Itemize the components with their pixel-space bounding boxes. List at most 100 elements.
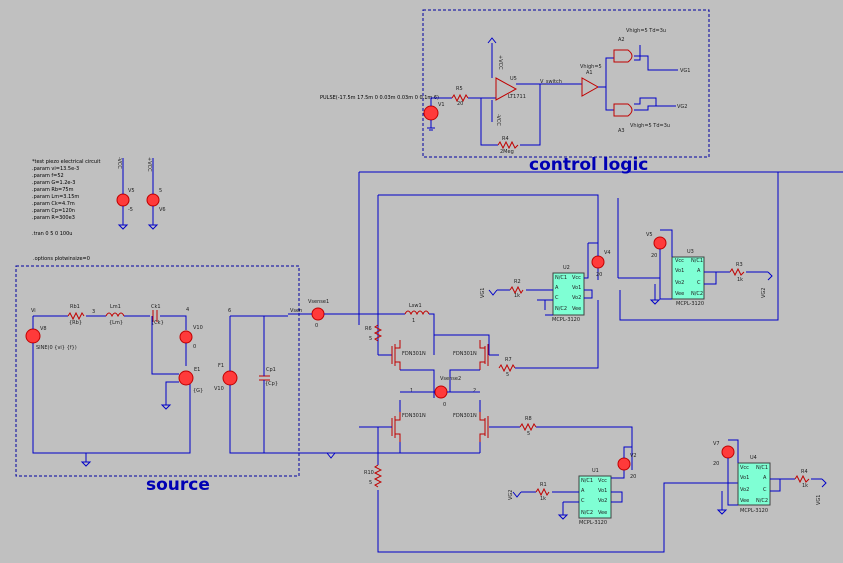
svg-text:U4: U4 bbox=[750, 455, 757, 461]
svg-text:.param Ck=4.7m: .param Ck=4.7m bbox=[32, 201, 75, 207]
f1-source[interactable]: F1 V10 bbox=[214, 363, 238, 392]
e1-source[interactable]: E1 {G} bbox=[178, 367, 203, 394]
r6-resistor[interactable]: R6 5 bbox=[365, 324, 383, 342]
svg-text:A: A bbox=[581, 488, 585, 494]
mosfet-upper-right[interactable]: FDN301N bbox=[453, 340, 489, 370]
v5-source[interactable]: V5 -5 bbox=[116, 188, 135, 213]
svg-text:Ck1: Ck1 bbox=[151, 304, 161, 310]
svg-text:0: 0 bbox=[443, 402, 446, 408]
r2-resistor[interactable]: R2 1k bbox=[509, 279, 524, 299]
svg-text:1k: 1k bbox=[540, 496, 546, 502]
svg-text:Rb1: Rb1 bbox=[70, 304, 80, 310]
svg-text:V2: V2 bbox=[630, 453, 637, 459]
vi-source[interactable]: Vi V8 SINE(0 {vi} {f}) bbox=[25, 308, 77, 351]
a1-buffer[interactable]: A1 Vhigh=5 bbox=[580, 64, 602, 97]
source-title: source bbox=[146, 475, 210, 495]
svg-text:N/C1: N/C1 bbox=[555, 275, 567, 281]
svg-text:1: 1 bbox=[410, 388, 413, 394]
svg-text:U2: U2 bbox=[563, 265, 570, 271]
svg-text:R7: R7 bbox=[505, 357, 512, 363]
svg-text:1k: 1k bbox=[514, 293, 520, 299]
v10-source[interactable]: V10 0 bbox=[179, 325, 203, 350]
svg-text:6: 6 bbox=[228, 308, 231, 314]
r4-resistor[interactable]: R4 2Meg bbox=[497, 136, 519, 155]
svg-text:R2: R2 bbox=[514, 279, 521, 285]
r3-resistor[interactable]: R3 1k bbox=[729, 262, 745, 283]
svg-text:{Cp}: {Cp} bbox=[265, 381, 278, 387]
a2-gate[interactable]: A2 Vhigh=5 Td=3u bbox=[613, 28, 666, 63]
svg-text:5: 5 bbox=[506, 372, 509, 378]
lsw1-inductor[interactable]: Lsw1 1 bbox=[404, 303, 430, 324]
svg-text:R8: R8 bbox=[525, 416, 532, 422]
svg-text:C: C bbox=[555, 295, 559, 301]
svg-text:C: C bbox=[763, 487, 767, 493]
ground-v1 bbox=[427, 127, 435, 131]
svg-text:U1: U1 bbox=[592, 468, 599, 474]
v4-source[interactable]: V4 20 bbox=[591, 250, 611, 278]
spice-params: *test piezo electrical circuit .param vi… bbox=[32, 159, 100, 237]
u4-opto[interactable]: U4 Vcc N/C1 Vo1 A Vo2 C Vee N/C2 MCPL-31… bbox=[737, 455, 771, 514]
rb1-resistor[interactable]: Rb1 {Rb} bbox=[67, 304, 85, 326]
u3-opto[interactable]: U3 Vcc N/C1 Vo1 A Vo2 C Vee N/C2 MCPL-31… bbox=[671, 249, 705, 307]
svg-text:R1: R1 bbox=[540, 482, 547, 488]
svg-text:U5: U5 bbox=[510, 76, 517, 82]
svg-text:Vhigh=5 Td=3u: Vhigh=5 Td=3u bbox=[630, 123, 670, 129]
mosfet-lower-left[interactable]: FDN301N bbox=[391, 412, 426, 442]
u2-opto[interactable]: U2 N/C1 Vcc A Vo1 C Vo2 N/C2 Vee MCPL-31… bbox=[552, 265, 585, 323]
mosfet-upper-left[interactable]: FDN301N bbox=[391, 340, 426, 370]
svg-text:Vsen: Vsen bbox=[290, 308, 302, 314]
a3-gate[interactable]: A3 Vhigh=5 Td=3u bbox=[613, 103, 670, 134]
svg-text:VG1: VG1 bbox=[480, 288, 486, 298]
v1-source[interactable]: V1 bbox=[423, 102, 445, 121]
svg-text:Vcc: Vcc bbox=[675, 258, 684, 264]
svg-text:Vo2: Vo2 bbox=[675, 280, 684, 286]
options-directive: .options plotwinsize=0 bbox=[33, 256, 90, 262]
svg-text:V5: V5 bbox=[646, 232, 653, 238]
v5-gate-source[interactable]: V5 20 bbox=[646, 232, 667, 259]
svg-text:MCPL-3120: MCPL-3120 bbox=[676, 301, 704, 307]
svg-text:.param Rb=75m: .param Rb=75m bbox=[32, 187, 74, 193]
svg-text:Vo1: Vo1 bbox=[675, 268, 684, 274]
mosfet-lower-right[interactable]: FDN301N bbox=[453, 412, 489, 442]
svg-text:-VCC: -VCC bbox=[495, 114, 501, 126]
cp1-capacitor[interactable]: Cp1 {Cp} bbox=[259, 367, 278, 387]
vg1-net: VG1 bbox=[680, 68, 690, 74]
u5-comparator[interactable]: U5 LT1711 bbox=[495, 76, 526, 101]
r10-resistor[interactable]: R10 5 bbox=[364, 464, 383, 488]
control-logic-title: control logic bbox=[529, 155, 648, 175]
svg-text:V5: V5 bbox=[128, 188, 135, 194]
v7-source[interactable]: V7 20 bbox=[713, 441, 735, 467]
svg-text:VG2: VG2 bbox=[761, 288, 767, 298]
svg-text:Vo1: Vo1 bbox=[572, 285, 581, 291]
svg-text:Cp1: Cp1 bbox=[266, 367, 276, 373]
r5-resistor[interactable]: R5 20 bbox=[451, 86, 469, 107]
svg-text:VG2: VG2 bbox=[508, 490, 514, 500]
svg-text:20: 20 bbox=[651, 253, 657, 259]
svg-text:R10: R10 bbox=[364, 470, 374, 476]
svg-text:FDN301N: FDN301N bbox=[453, 351, 477, 357]
r7-resistor[interactable]: R7 5 bbox=[498, 357, 516, 378]
svg-text:{Rb}: {Rb} bbox=[69, 320, 82, 326]
v2-source[interactable]: V2 20 bbox=[617, 453, 637, 480]
svg-text:1: 1 bbox=[412, 318, 415, 324]
r8-resistor[interactable]: R8 5 bbox=[519, 416, 537, 437]
svg-text:MCPL-3120: MCPL-3120 bbox=[579, 520, 607, 526]
svg-text:Vhigh=5 Td=3u: Vhigh=5 Td=3u bbox=[626, 28, 666, 34]
svg-text:Vcc: Vcc bbox=[740, 465, 749, 471]
r1-resistor[interactable]: R1 1k bbox=[535, 482, 550, 502]
svg-text:.param Lm=3.15m: .param Lm=3.15m bbox=[32, 194, 79, 200]
lm1-inductor[interactable]: Lm1 {Lm} bbox=[105, 304, 125, 326]
u1-opto[interactable]: U1 N/C1 Vcc A Vo1 C Vo2 N/C2 Vee MCPL-31… bbox=[578, 468, 612, 526]
ck1-capacitor[interactable]: Ck1 {Ck} bbox=[151, 304, 164, 326]
svg-text:.param Cp=120n: .param Cp=120n bbox=[32, 208, 75, 214]
svg-text:N/C1: N/C1 bbox=[581, 478, 593, 484]
svg-text:.param f=52: .param f=52 bbox=[32, 173, 64, 179]
v6-source[interactable]: 5 V6 bbox=[146, 188, 166, 213]
vg1-port bbox=[488, 289, 498, 296]
svg-text:V7: V7 bbox=[713, 441, 720, 447]
r9-resistor[interactable]: R4 1k bbox=[794, 469, 810, 489]
svg-text:E1: E1 bbox=[194, 367, 200, 373]
svg-text:+VCC: +VCC bbox=[146, 157, 152, 172]
svg-text:A: A bbox=[555, 285, 559, 291]
